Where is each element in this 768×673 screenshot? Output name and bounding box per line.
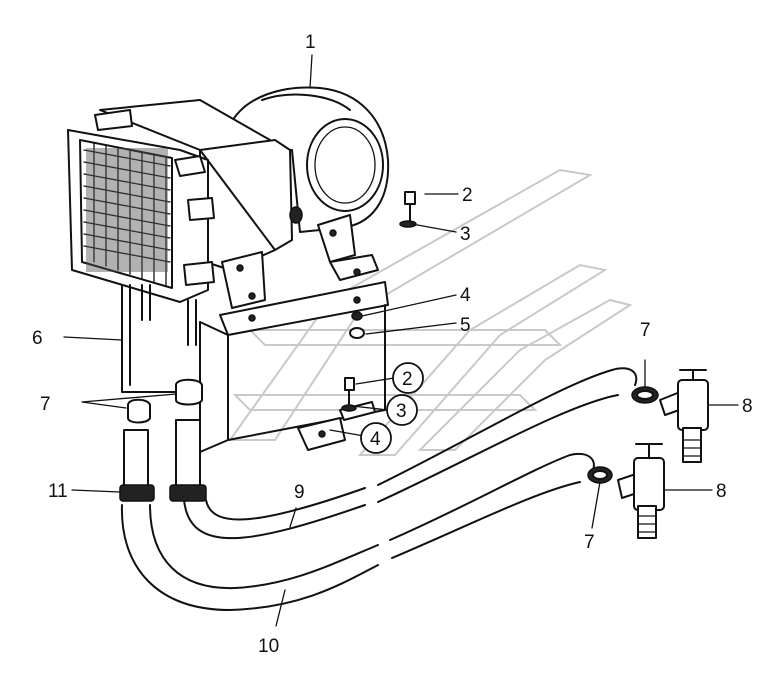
callout-1: 1 xyxy=(305,32,316,53)
callout-7-upper-right: 7 xyxy=(640,320,651,341)
leader-lines xyxy=(63,54,739,627)
callout-3: 3 xyxy=(460,224,471,245)
callout-8-lower: 8 xyxy=(716,481,727,502)
fasteners xyxy=(341,191,417,412)
callout-7-lower-right: 7 xyxy=(584,532,595,553)
callout-4: 4 xyxy=(460,285,471,306)
valve-lower xyxy=(617,443,665,539)
callout-8-upper: 8 xyxy=(742,396,753,417)
callout-labels: 1 2 3 4 5 6 7 7 7 8 8 9 10 11 2 3 4 xyxy=(32,32,753,657)
callout-2-circled: 2 xyxy=(402,369,413,390)
hose-clamps xyxy=(587,386,659,484)
pipe-stems xyxy=(119,378,207,502)
callout-6: 6 xyxy=(32,328,43,349)
valve-upper xyxy=(659,369,709,463)
callout-2: 2 xyxy=(462,185,473,206)
callout-4-circled: 4 xyxy=(370,429,381,450)
hose-10 xyxy=(120,452,595,611)
heater-unit xyxy=(67,86,390,346)
watermark xyxy=(228,168,633,456)
callout-10: 10 xyxy=(258,636,279,657)
callout-7-left: 7 xyxy=(40,394,51,415)
hose-9 xyxy=(183,367,638,540)
grille-mesh xyxy=(83,142,171,287)
callout-5: 5 xyxy=(460,315,471,336)
mounting-bracket xyxy=(121,281,389,453)
callout-3-circled: 3 xyxy=(396,401,407,422)
callout-9: 9 xyxy=(294,482,305,503)
callout-11: 11 xyxy=(48,481,68,502)
